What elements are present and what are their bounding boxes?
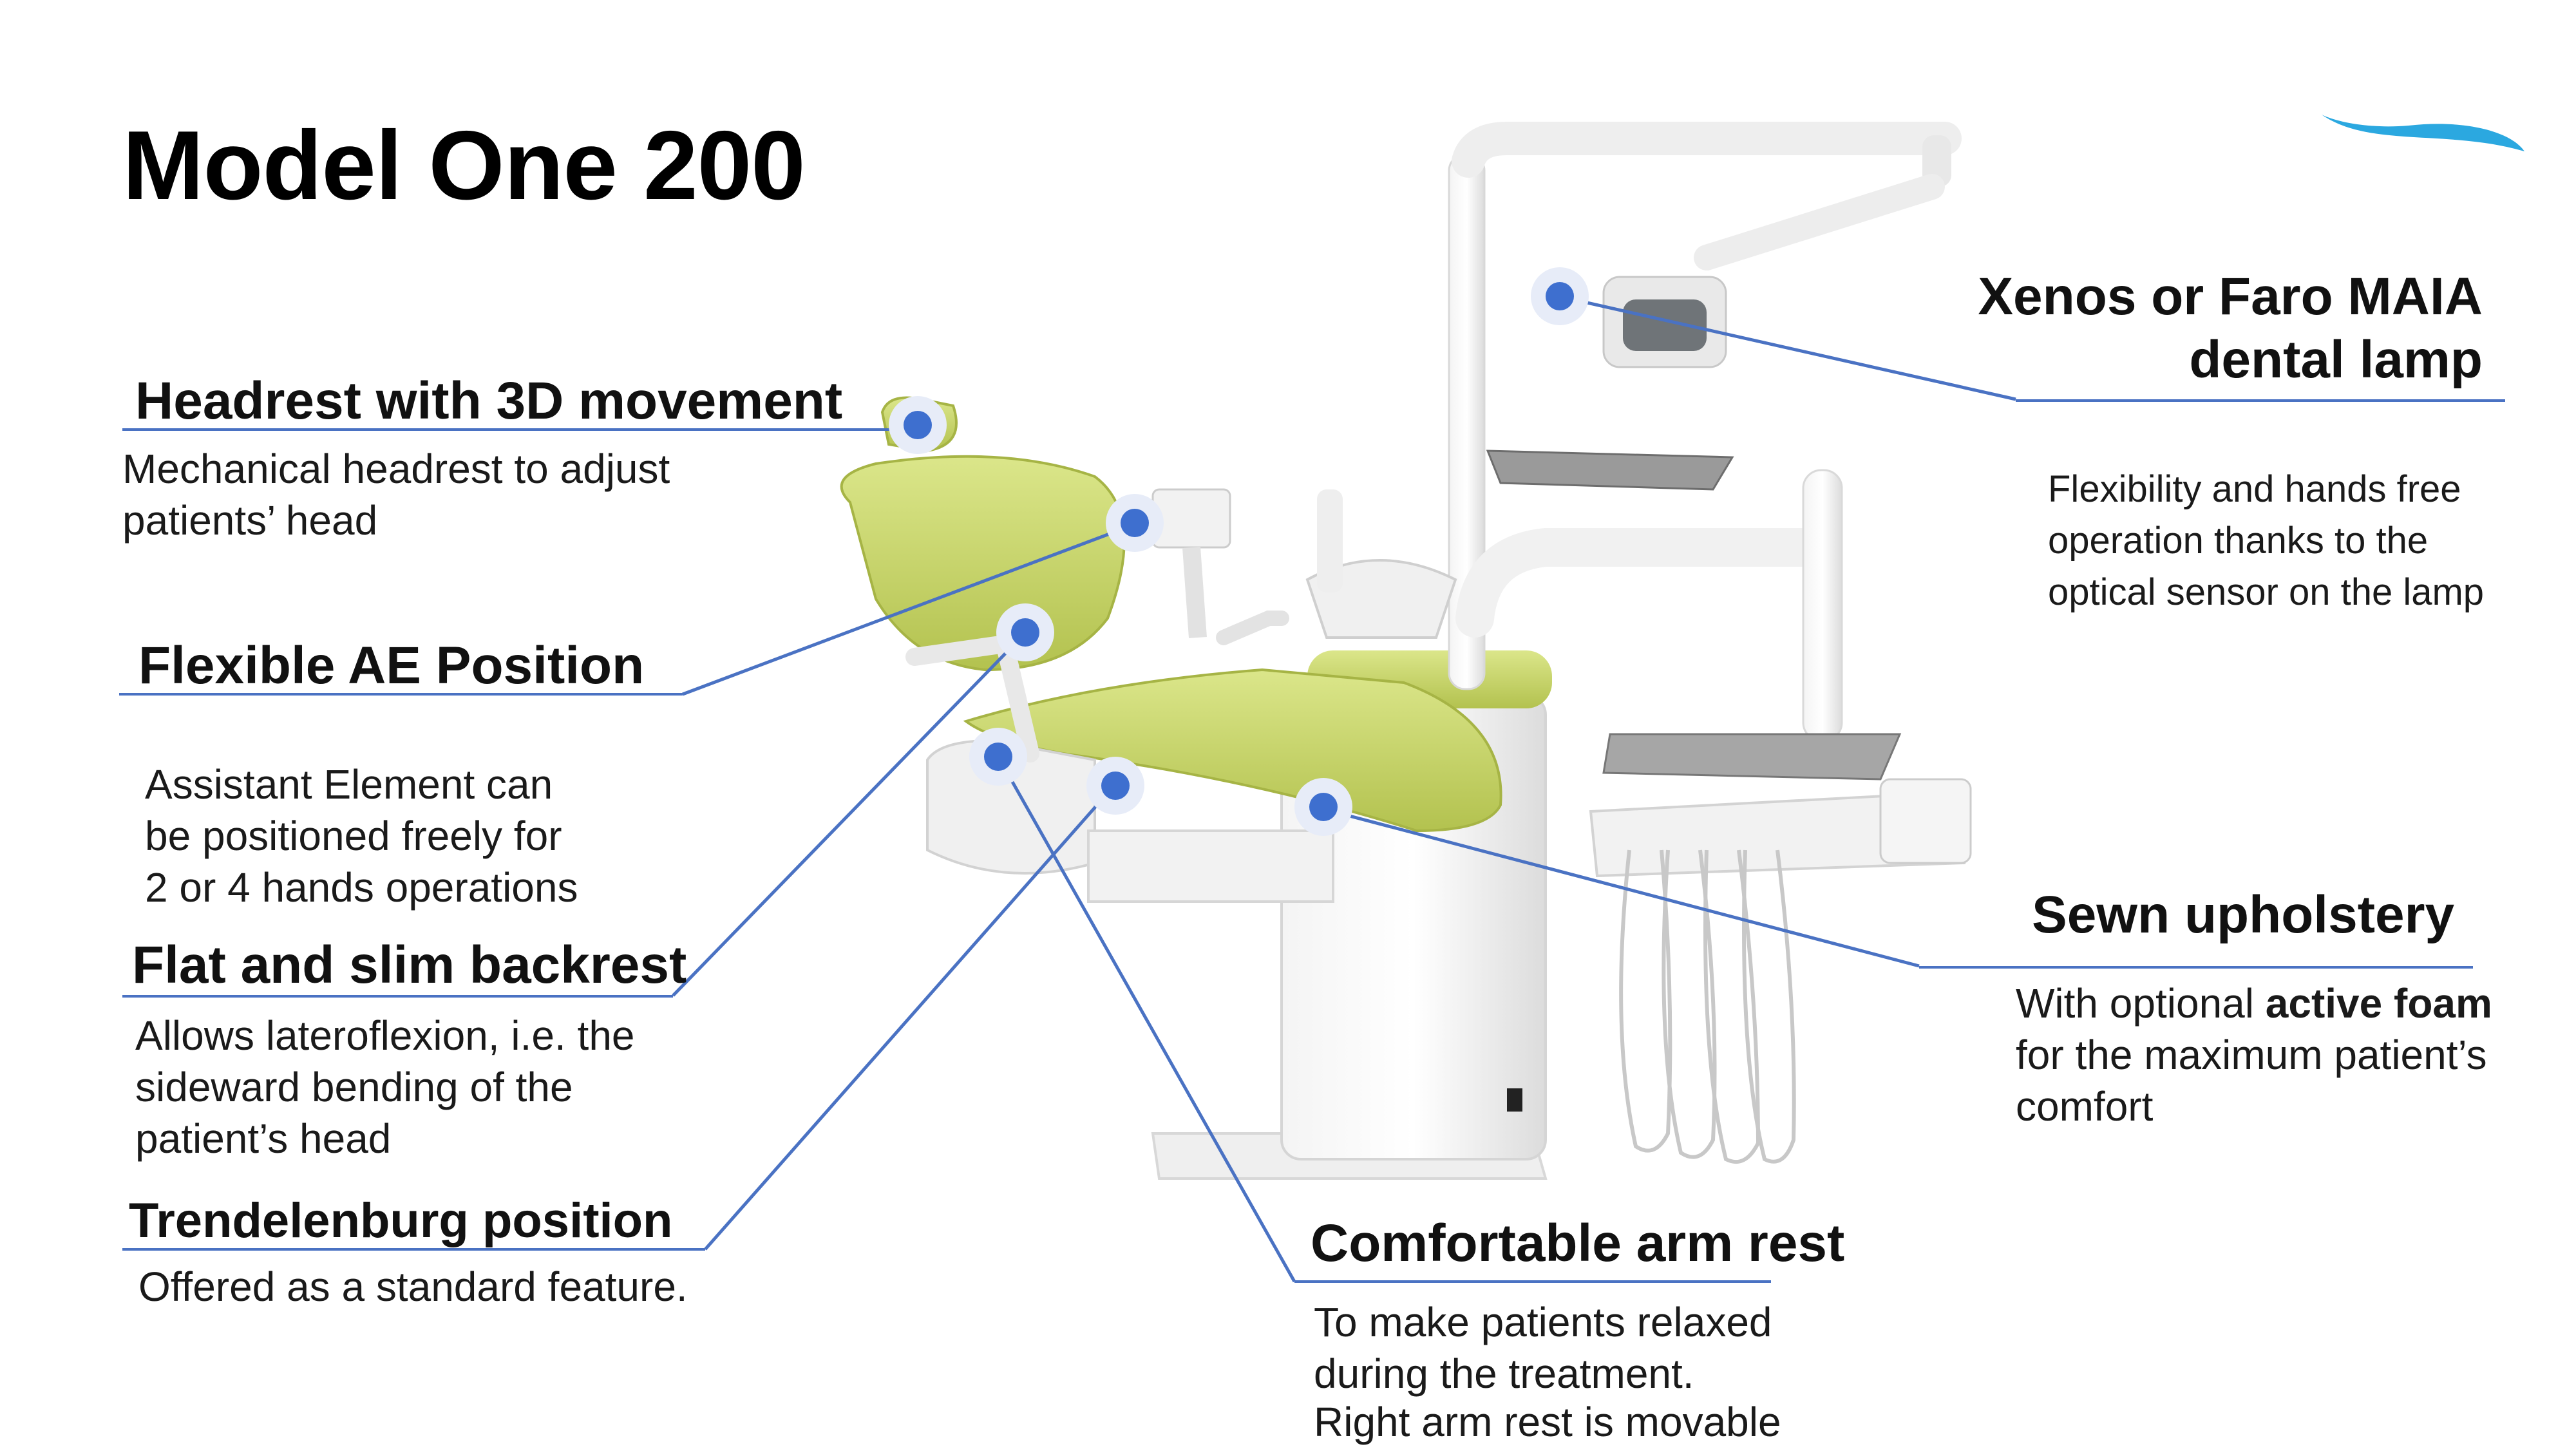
hotspot-armrest[interactable] (969, 728, 1027, 786)
underline-armrest (1294, 1280, 1771, 1283)
feature-title-ae-position: Flexible AE Position (138, 636, 645, 695)
feature-desc-lamp-line2: operation thanks to the (2048, 520, 2429, 562)
underline-lamp (2016, 399, 2505, 402)
hotspot-trendelenburg[interactable] (1086, 757, 1144, 815)
feature-desc-trendelenburg: Offered as a standard feature. (138, 1264, 688, 1310)
underline-ae (119, 693, 683, 696)
page-title: Model One 200 (122, 111, 806, 220)
underline-backrest (122, 995, 673, 998)
feature-desc-headrest-line1: Mechanical headrest to adjust (122, 446, 670, 492)
feature-title-backrest: Flat and slim backrest (132, 936, 687, 994)
feature-title-upholstery: Sewn upholstery (2032, 886, 2455, 944)
feature-desc-upholstery-text: With optional (2016, 980, 2266, 1027)
feature-desc-ae-line3: 2 or 4 hands operations (145, 864, 578, 911)
feature-desc-upholstery-bold: active foam (2265, 980, 2492, 1027)
hotspot-lamp[interactable] (1531, 267, 1589, 325)
feature-title-lamp-line1: Xenos or Faro MAIA (1978, 267, 2483, 326)
hotspot-headrest[interactable] (889, 396, 947, 454)
hotspot-backrest[interactable] (996, 603, 1054, 661)
feature-title-lamp-line2: dental lamp (2189, 330, 2483, 389)
feature-desc-armrest-line3: Right arm rest is movable (1314, 1399, 1781, 1445)
feature-desc-backrest-line3: patient’s head (135, 1115, 392, 1162)
feature-desc-lamp-line1: Flexibility and hands free (2048, 468, 2461, 510)
feature-title-trendelenburg: Trendelenburg position (129, 1193, 673, 1248)
feature-desc-upholstery-line2: for the maximum patient’s (2016, 1032, 2487, 1078)
hotspot-ae[interactable] (1106, 494, 1164, 552)
feature-desc-lamp-line3: optical sensor on the lamp (2048, 571, 2485, 613)
feature-title-headrest: Headrest with 3D movement (135, 372, 843, 430)
underline-upholstery (1919, 966, 2473, 969)
brand-logo-swoosh-icon (2322, 115, 2524, 151)
underline-trendelenburg (122, 1248, 705, 1251)
feature-desc-upholstery-line1: With optional active foam (2016, 978, 2492, 1029)
feature-desc-backrest-line1: Allows lateroflexion, i.e. the (135, 1012, 635, 1059)
feature-desc-backrest-line2: sideward bending of the (135, 1064, 573, 1110)
feature-desc-armrest-line2: during the treatment. (1314, 1350, 1694, 1397)
feature-desc-armrest-line1: To make patients relaxed (1314, 1299, 1772, 1345)
feature-desc-ae-line1: Assistant Element can (145, 761, 553, 808)
underline-headrest (122, 428, 908, 431)
hotspot-upholstery[interactable] (1294, 778, 1352, 836)
feature-desc-ae-line2: be positioned freely for (145, 813, 562, 859)
feature-desc-headrest-line2: patients’ head (122, 497, 378, 544)
feature-desc-upholstery-line3: comfort (2016, 1083, 2154, 1130)
feature-title-armrest: Comfortable arm rest (1311, 1214, 1845, 1273)
